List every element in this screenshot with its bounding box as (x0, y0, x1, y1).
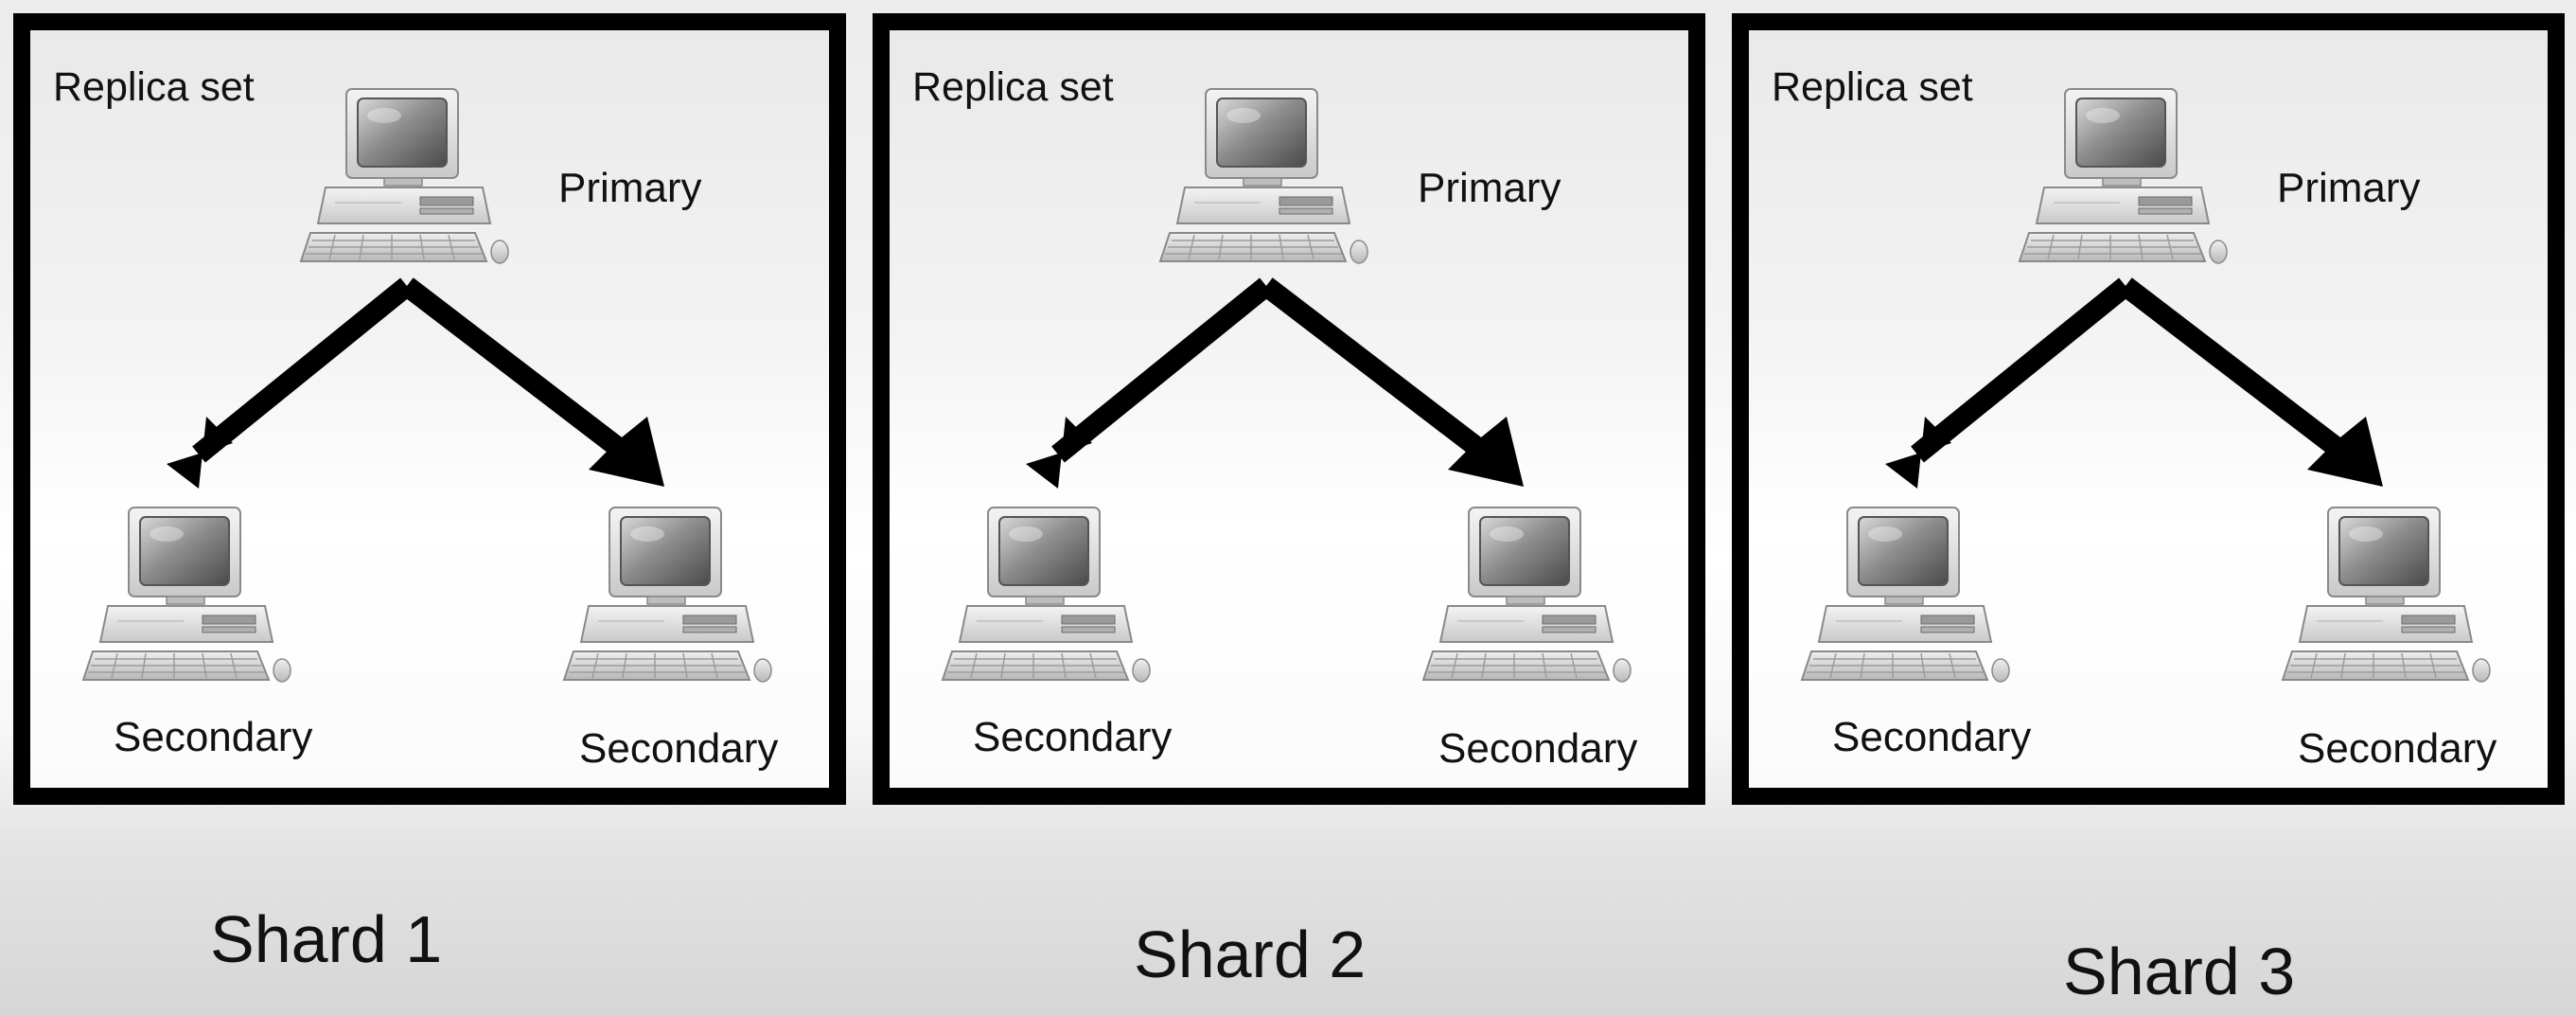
arrow-icon (1885, 277, 2132, 489)
replication-arrows (1885, 277, 2383, 489)
replica-set-label: Replica set (912, 64, 1114, 110)
arrow-icon (1260, 277, 1524, 487)
shard-3-replica-set-box: Replica set Primary Secondary Secondary (1732, 13, 2565, 805)
secondary-node-desktop-computer-icon (560, 504, 778, 693)
primary-node-desktop-computer-icon (297, 85, 515, 275)
primary-node-desktop-computer-icon (2016, 85, 2233, 275)
primary-label: Primary (2277, 165, 2421, 211)
replication-arrows (1026, 277, 1524, 489)
secondary-node-desktop-computer-icon (939, 504, 1156, 693)
secondary-node-desktop-computer-icon (2279, 504, 2497, 693)
arrow-icon (1026, 277, 1273, 489)
secondary-label: Secondary (1438, 725, 1638, 772)
shard-2-replica-set-box: Replica set Primary Secondary Secondary (873, 13, 1705, 805)
replica-set-label: Replica set (53, 64, 255, 110)
arrow-icon (167, 277, 414, 489)
secondary-node-desktop-computer-icon (1420, 504, 1637, 693)
secondary-label: Secondary (973, 714, 1173, 760)
primary-label: Primary (558, 165, 702, 211)
primary-node-desktop-computer-icon (1156, 85, 1374, 275)
secondary-label: Secondary (579, 725, 779, 772)
secondary-node-desktop-computer-icon (1798, 504, 2016, 693)
arrow-icon (2119, 277, 2383, 487)
shard-1-replica-set-box: Replica set Primary Secondary Secondary (13, 13, 846, 805)
shard-2-label: Shard 2 (1134, 917, 1367, 991)
secondary-label: Secondary (1832, 714, 2032, 760)
shard-1-label: Shard 1 (210, 902, 443, 976)
arrow-icon (400, 277, 664, 487)
shard-3-label: Shard 3 (2063, 935, 2296, 1008)
secondary-label: Secondary (2298, 725, 2497, 772)
secondary-label: Secondary (114, 714, 313, 760)
secondary-node-desktop-computer-icon (79, 504, 297, 693)
primary-label: Primary (1418, 165, 1561, 211)
replication-arrows (167, 277, 664, 489)
replica-set-label: Replica set (1772, 64, 1973, 110)
